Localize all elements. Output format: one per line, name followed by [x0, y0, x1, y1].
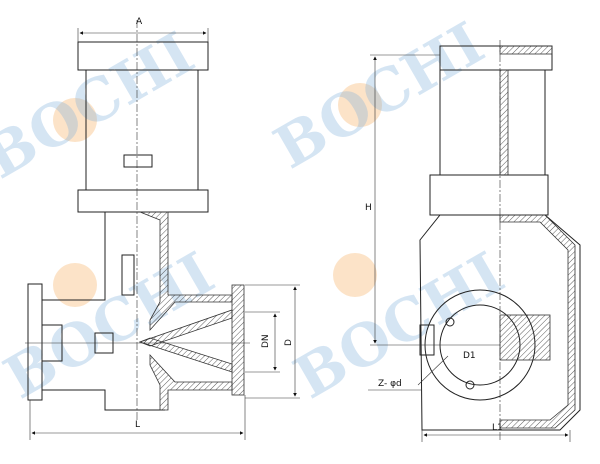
- svg-text:BOCHI: BOCHI: [263, 9, 495, 182]
- right-view: H D1 Z- φd L1: [365, 40, 581, 442]
- dim-h-label: H: [365, 203, 372, 213]
- dim-a-label: A: [136, 17, 143, 27]
- dim-l-label: L: [135, 420, 140, 430]
- dim-d1-label: D1: [463, 351, 476, 361]
- watermark: BOCHI BOCHI BOCHI BOCHI: [0, 9, 515, 412]
- dim-z-d-label: Z- φd: [378, 379, 402, 389]
- svg-text:BOCHI: BOCHI: [0, 19, 205, 192]
- dim-d-label: D: [284, 339, 294, 346]
- dim-l1-label: L1: [492, 423, 503, 433]
- left-view: A L DN D: [25, 17, 300, 440]
- dim-dn-label: DN: [261, 334, 271, 348]
